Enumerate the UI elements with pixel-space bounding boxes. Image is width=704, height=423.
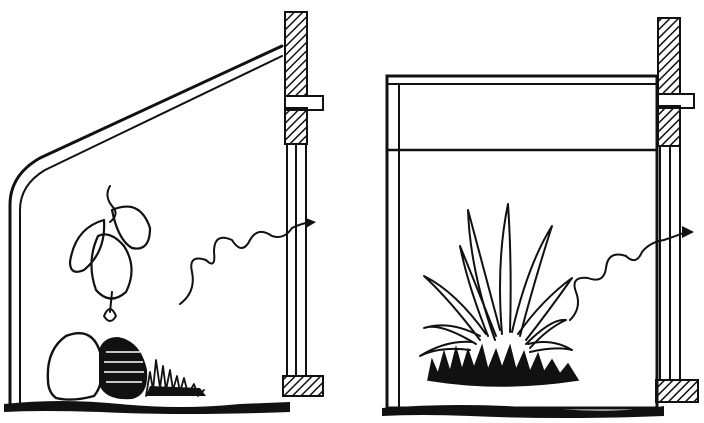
- right-grass-base: [428, 346, 578, 386]
- left-sloped-glass-enclosure: [10, 46, 282, 405]
- left-panel: [4, 12, 323, 414]
- dark-stone: [100, 338, 146, 398]
- rounded-stone: [48, 333, 102, 399]
- right-wavy-line: [570, 226, 694, 320]
- hanging-plant: [70, 186, 150, 321]
- left-hatched-wall: [283, 12, 323, 396]
- left-base-line: [4, 401, 290, 414]
- right-panel: [382, 18, 698, 418]
- spiky-plant: [420, 204, 572, 356]
- right-hatched-wall: [656, 18, 698, 402]
- left-grass-tuft: [146, 360, 206, 396]
